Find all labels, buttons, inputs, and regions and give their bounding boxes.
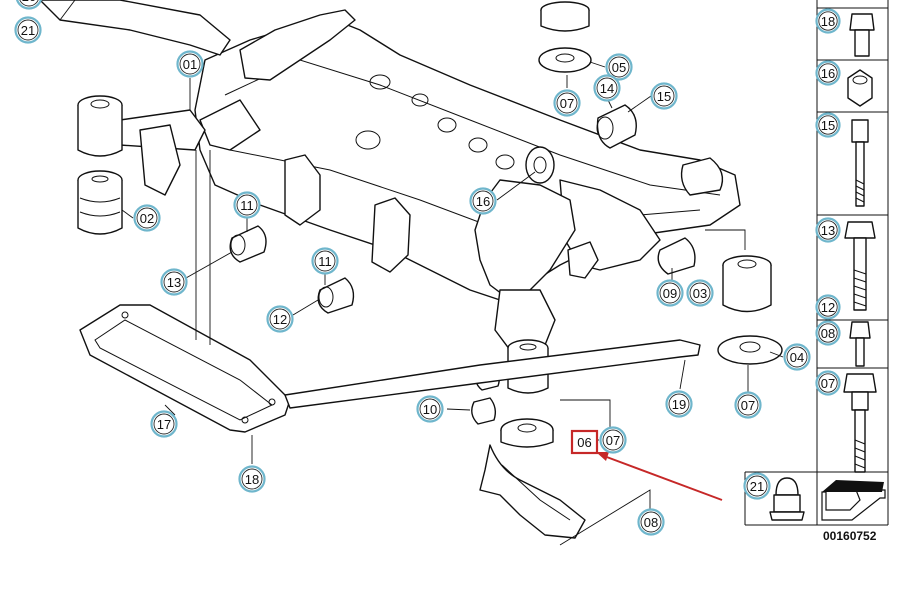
rubber-mounts [77,1,783,425]
callout-label: 04 [790,350,804,365]
callout-11: 11 [311,247,339,275]
callout-13: 13 [160,268,188,296]
callout-label: 10 [423,402,437,417]
sidebar-callout-15: 15 [815,112,841,138]
callout-label: 05 [612,60,626,75]
callout-01: 01 [176,50,204,78]
sidebar-callout-07: 07 [815,370,841,396]
callout-02: 02 [133,204,161,232]
sidebar-callout-18: 18 [815,8,841,34]
callout-17: 17 [150,410,178,438]
document-id: 00160752 [823,529,877,543]
callout-label: 13 [821,223,835,238]
callout-label: 11 [318,254,332,269]
callout-21: 21 [14,16,42,44]
callout-label: 12 [821,300,835,315]
callout-label: 08 [644,515,658,530]
callout-label: 16 [821,66,835,81]
sidebar-callout-12: 12 [815,294,841,320]
callout-label: 13 [167,275,181,290]
callout-label: 07 [741,398,755,413]
callout-label: 21 [21,23,35,38]
callout-label: 11 [240,198,254,213]
highlighted-part-06: 06 [570,429,599,455]
callout-label: 07 [821,376,835,391]
rear-mount-bracket [479,418,586,539]
callout-20: 20 [16,0,42,10]
callout-label: 01 [183,57,197,72]
callout-label: 16 [476,194,490,209]
callout-08: 08 [637,508,665,536]
callout-14: 14 [593,74,621,102]
callout-label: 08 [821,326,835,341]
callout-07: 07 [599,426,627,454]
callout-label: 03 [693,286,707,301]
callout-07: 07 [734,391,762,419]
callout-03: 03 [686,279,714,307]
callout-11: 11 [233,191,261,219]
callout-label: 14 [600,81,614,96]
sidebar-callout-13: 13 [815,217,841,243]
highlight-arrow [596,452,723,501]
callout-19: 19 [665,390,693,418]
callout-label: 02 [140,211,154,226]
callout-label: 12 [273,312,287,327]
strut-bar [284,339,701,409]
callout-label: 09 [663,286,677,301]
callout-label: 07 [560,96,574,111]
callout-10: 10 [416,395,444,423]
highlight-label: 06 [577,435,591,450]
callout-05: 05 [605,53,633,81]
callout-label: 07 [606,433,620,448]
callout-label: 17 [157,417,171,432]
callout-18: 18 [238,465,266,493]
sidebar-callout-08: 08 [815,320,841,346]
callout-04: 04 [783,343,811,371]
callout-12: 12 [266,305,294,333]
callout-21: 21 [743,472,771,500]
callout-label: 18 [245,472,259,487]
callout-label: 20 [22,0,36,4]
callout-label: 18 [821,14,835,29]
subframe [39,0,741,351]
brace-plate [79,304,291,433]
callout-label: 15 [657,89,671,104]
callout-09: 09 [656,279,684,307]
callout-15: 15 [650,82,678,110]
callout-label: 19 [672,397,686,412]
callout-label: 21 [750,479,764,494]
sidebar-callout-16: 16 [815,60,841,86]
callout-label: 15 [821,118,835,133]
callout-07: 07 [553,89,581,117]
callout-16: 16 [469,187,497,215]
fastener-sidebar [744,0,889,526]
